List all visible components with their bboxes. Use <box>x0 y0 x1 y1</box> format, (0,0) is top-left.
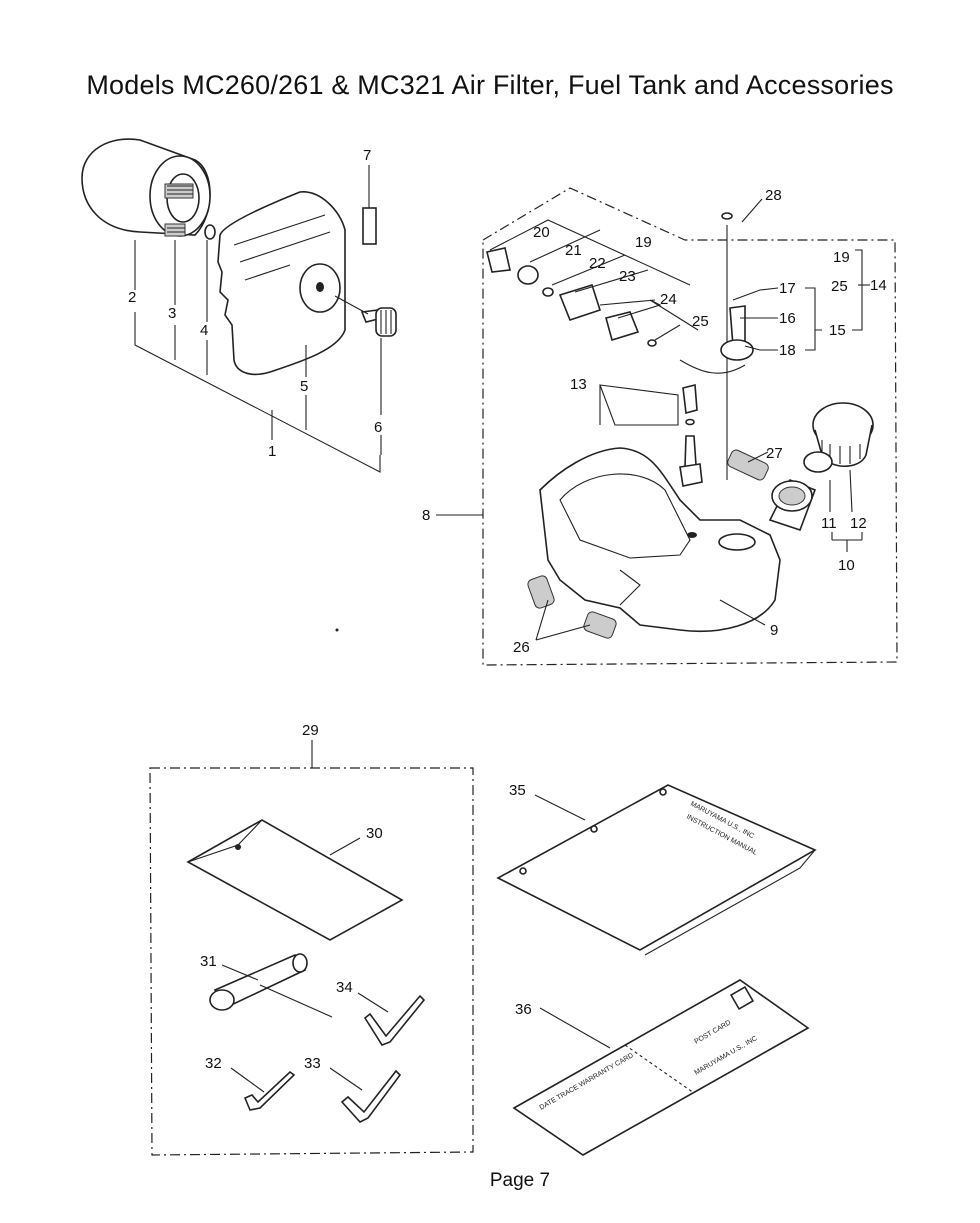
callout-29: 29 <box>302 722 319 739</box>
clip-ring-drawing <box>204 224 216 240</box>
callout-12: 12 <box>850 515 867 532</box>
instruction-manual-drawing: MARUYAMA U.S., INC INSTRUCTION MANUAL <box>496 784 817 956</box>
callout-14: 14 <box>870 277 887 294</box>
callout-4: 4 <box>200 322 208 339</box>
warranty-card-drawing: DATE TRACE WARRANTY CARD POST CARD MARUY… <box>512 979 810 1156</box>
page-number: Page 7 <box>489 1170 551 1191</box>
callout-22: 22 <box>589 255 606 272</box>
air-filter-group <box>81 138 397 473</box>
stray-dot <box>335 628 339 632</box>
callout-8: 8 <box>422 507 430 524</box>
label-drawing <box>362 207 377 245</box>
callout-1: 1 <box>268 443 276 460</box>
callout-16: 16 <box>779 310 796 327</box>
callout-2: 2 <box>128 289 136 306</box>
callout-5: 5 <box>300 378 308 395</box>
callout-23: 23 <box>619 268 636 285</box>
air-filter-cover-drawing <box>217 191 346 376</box>
callout-33: 33 <box>304 1055 321 1072</box>
callout-11: 11 <box>821 515 837 532</box>
plug-wrench-drawing <box>209 953 333 1018</box>
callout-27: 27 <box>766 445 783 462</box>
knob-screw-drawing <box>334 295 397 337</box>
callout-3: 3 <box>168 305 176 322</box>
filter-element-drawing <box>164 183 194 237</box>
gasket-drawing <box>803 451 833 473</box>
hex-key-drawing <box>363 994 426 1046</box>
vent-assembly-drawing <box>679 212 754 480</box>
grommet-drawing <box>727 449 769 481</box>
callout-17: 17 <box>779 280 796 297</box>
callout-15: 15 <box>829 322 846 339</box>
callout-18: 18 <box>779 342 796 359</box>
callout-20: 20 <box>533 224 550 241</box>
foam-element-drawing <box>81 138 211 237</box>
callout-21: 21 <box>565 242 582 259</box>
tool-bag-drawing <box>186 819 404 941</box>
fuel-filter-drawing <box>679 383 703 487</box>
hex-key-drawing <box>243 1070 296 1111</box>
page-title: Models MC260/261 & MC321 Air Filter, Fue… <box>86 70 894 100</box>
callout-34: 34 <box>336 979 353 996</box>
callout-19: 19 <box>635 234 652 251</box>
grommet-drawing <box>583 611 617 639</box>
callout-25: 25 <box>692 313 709 330</box>
grommet-drawing <box>527 575 555 609</box>
callout-26: 26 <box>513 639 530 656</box>
callout-10: 10 <box>838 557 855 574</box>
tool-kit-group <box>149 740 474 1156</box>
callout-30: 30 <box>366 825 383 842</box>
callout-19-repeat: 19 <box>833 249 850 266</box>
callout-6: 6 <box>374 419 382 436</box>
fuel-tank-drawing <box>539 447 817 633</box>
fuel-tank-group <box>436 187 898 666</box>
hex-key-drawing <box>340 1069 402 1123</box>
callout-9: 9 <box>770 622 778 639</box>
fuel-line-drawing <box>486 247 657 347</box>
callout-28: 28 <box>765 187 782 204</box>
callout-32: 32 <box>205 1055 222 1072</box>
callout-24: 24 <box>660 291 677 308</box>
callout-36: 36 <box>515 1001 532 1018</box>
callout-35: 35 <box>509 782 526 799</box>
callout-13: 13 <box>570 376 587 393</box>
callout-31: 31 <box>200 953 217 970</box>
callout-25-repeat: 25 <box>831 278 848 295</box>
callout-7: 7 <box>363 147 371 164</box>
